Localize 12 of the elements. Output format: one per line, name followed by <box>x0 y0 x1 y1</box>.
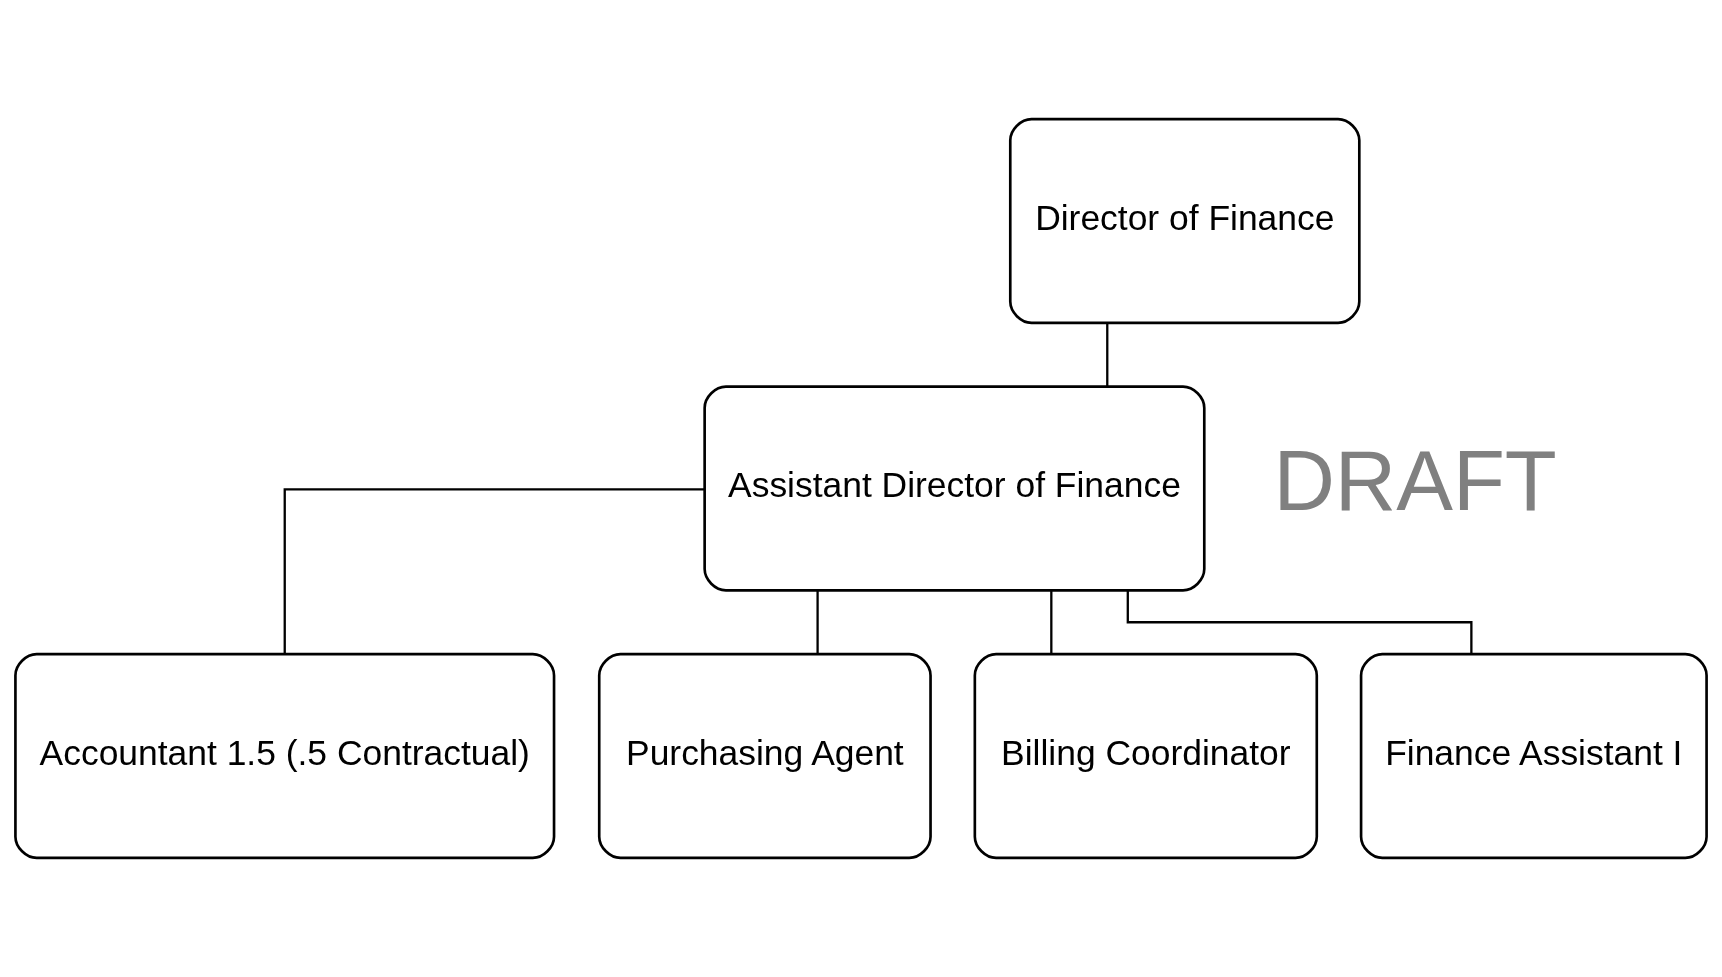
node-box: Billing Coordinator <box>973 652 1319 860</box>
connector <box>816 590 819 654</box>
node-box: Accountant 1.5 (.5 Contractual) <box>14 652 556 860</box>
node-box: Finance Assistant I <box>1359 652 1708 860</box>
node-box: Purchasing Agent <box>597 652 932 860</box>
connector <box>283 488 705 654</box>
node-box: Director of Finance <box>1008 117 1361 325</box>
node-box: Assistant Director of Finance <box>703 385 1206 592</box>
connector <box>1106 322 1109 387</box>
label: DRAFT <box>1273 432 1557 528</box>
connector <box>1126 590 1473 654</box>
connector <box>1050 590 1053 654</box>
